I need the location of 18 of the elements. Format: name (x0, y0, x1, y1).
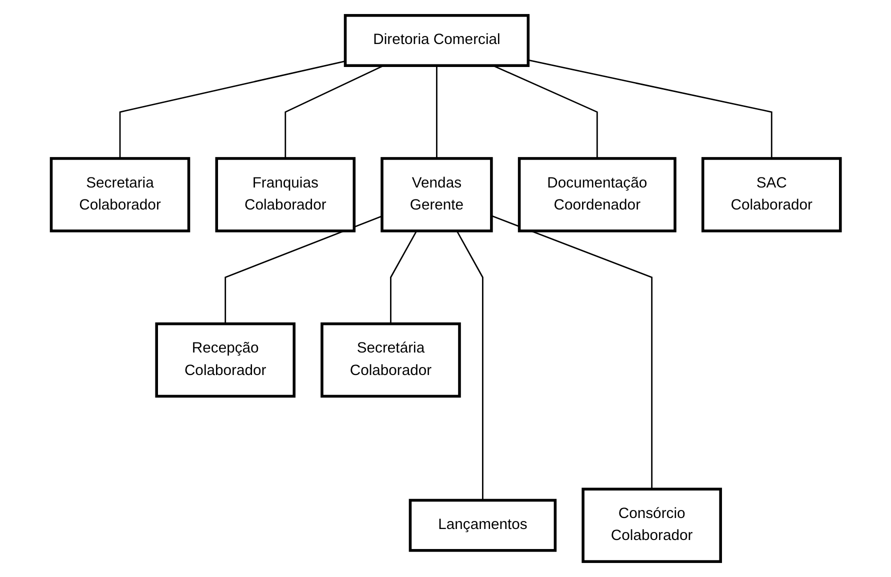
node-box: Recepção Colaborador (154, 322, 296, 398)
connector (528, 59, 772, 158)
node-box: Consórcio Colaborador (581, 488, 722, 563)
connector (490, 215, 652, 490)
node-box: Vendas Gerente (380, 157, 493, 232)
node-box: Documentação Coordenador (518, 157, 676, 232)
connector (456, 230, 484, 500)
node-box: Secretaria Colaborador (50, 157, 190, 232)
connector (390, 230, 417, 324)
connector (284, 64, 384, 158)
node-box: Secretária Colaborador (320, 322, 461, 398)
connector (436, 66, 438, 158)
connector (224, 215, 382, 324)
node-box: Diretoria Comercial (344, 14, 530, 67)
node-box: Franquias Colaborador (214, 157, 356, 232)
node-box: SAC Colaborador (701, 157, 842, 232)
connector (119, 60, 346, 158)
node-box: Lançamentos (408, 498, 556, 552)
